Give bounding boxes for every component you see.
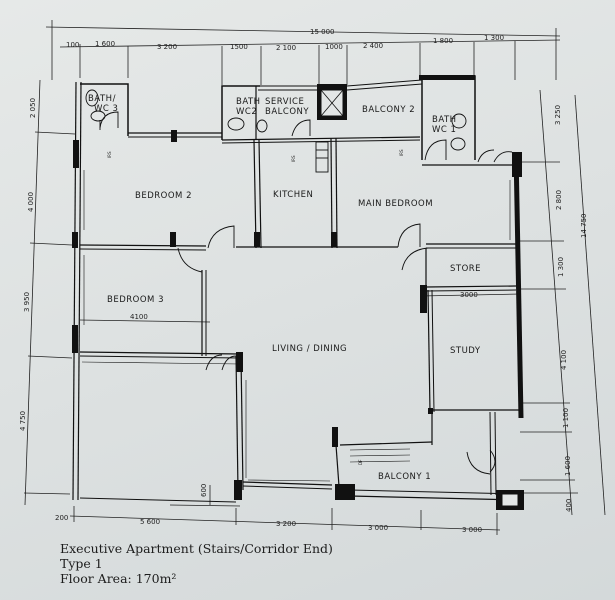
dim-label: 1 300 [484,34,504,42]
room-label-bath-wc1: BATH [432,115,457,125]
svg-text:IRS: IRS [107,151,112,158]
svg-text:IRS: IRS [291,155,296,162]
left-dimension-labels: 2 050 4 000 3 950 4 750 200 [19,98,68,522]
room-label-bedroom3: BEDROOM 3 [107,295,164,305]
doors [99,111,513,475]
overall-width-label: 15 000 [310,28,335,36]
caption-title: Executive Apartment (Stairs/Corridor End… [60,541,333,556]
dim-label: 4100 [130,313,148,321]
room-label-service-balcony: BALCONY [265,107,309,117]
windows [81,170,511,482]
room-label-balcony1: BALCONY 1 [378,472,431,482]
dim-label: 4 100 [560,350,568,370]
caption-type: Type 1 [60,556,103,571]
room-label-balcony2: BALCONY 2 [362,105,415,115]
room-label-living-dining: LIVING / DINING [272,344,347,354]
void-box [320,89,519,507]
bottom-dimension-labels: 5 600 3 200 3 000 3 000 [140,518,482,534]
dim-label: 3 000 [368,524,388,532]
room-labels: BATH/ WC 3 BATH WC2 SERVICE BALCONY BALC… [88,94,481,497]
dim-label: 100 [66,41,79,49]
dim-label: 1 600 [95,40,115,48]
dim-label: 1 100 [562,408,570,428]
dim-label: 4 750 [19,411,27,431]
dim-label: 400 [565,499,573,512]
overall-height-label: 14 750 [580,214,588,239]
room-label-bath-wc3: WC 3 [94,104,118,114]
walls [72,75,524,503]
dim-label: 1 300 [557,257,565,277]
dim-label: 1 600 [564,456,572,476]
dim-label: 5 600 [140,518,160,526]
room-label-bath-wc3: BATH/ [88,94,116,104]
room-label-main-bedroom: MAIN BEDROOM [358,199,433,209]
dim-label: 3 250 [554,105,562,125]
dim-label: 2 050 [29,98,37,118]
plan-caption: Executive Apartment (Stairs/Corridor End… [60,541,333,586]
dim-label: 2 400 [363,42,383,50]
room-label-bedroom2: BEDROOM 2 [135,191,192,201]
room-label-bath-wc1: WC 1 [432,125,456,135]
dim-label: 3 200 [157,43,177,51]
room-label-bath-wc2: BATH [236,97,261,107]
dim-label: 1 800 [433,37,453,45]
dimension-lines [23,20,606,535]
room-label-service-balcony: SERVICE [265,97,304,107]
room-label-bath-wc2: WC2 [236,107,257,117]
columns [72,75,524,510]
room-label-store: STORE [450,264,481,274]
svg-text:DF: DF [358,459,363,465]
right-dimension-labels: 3 250 2 800 1 300 4 100 1 100 1 600 400 … [554,105,588,512]
caption-floor-area: Floor Area: 170m² [60,571,177,586]
dim-label: 1500 [230,43,248,51]
room-label-study: STUDY [450,346,481,356]
fixtures [85,89,467,173]
top-dimension-labels: 15 000 100 1 600 3 200 1500 2 100 1000 2… [66,28,504,52]
dim-label: 2 100 [276,44,296,52]
dim-label: 3 000 [462,526,482,534]
dim-label: 3000 [460,291,478,299]
dim-label: 4 000 [27,192,35,212]
svg-text:IRS: IRS [399,149,404,156]
dim-label: 2 800 [555,190,563,210]
tiny-notes: IRS IRS IRS DF [107,149,404,465]
dim-label: 1000 [325,43,343,51]
dim-label: 3 950 [23,292,31,312]
dim-label: 3 200 [276,520,296,528]
room-label-kitchen: KITCHEN [273,190,313,200]
dim-label: 200 [55,514,68,522]
dim-label: 600 [200,484,208,497]
